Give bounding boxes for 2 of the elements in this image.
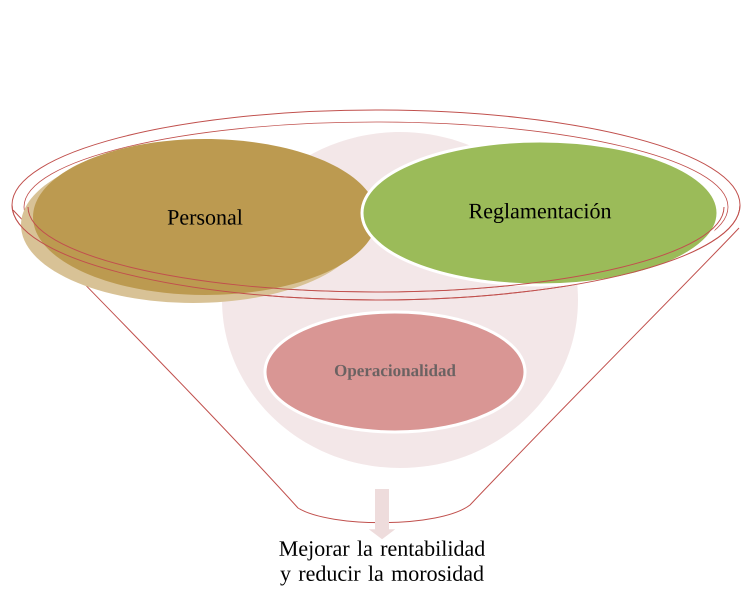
funnel-outline [12,110,740,524]
result-text: Mejorar la rentabilidad y reducir la morosidad [279,540,485,586]
